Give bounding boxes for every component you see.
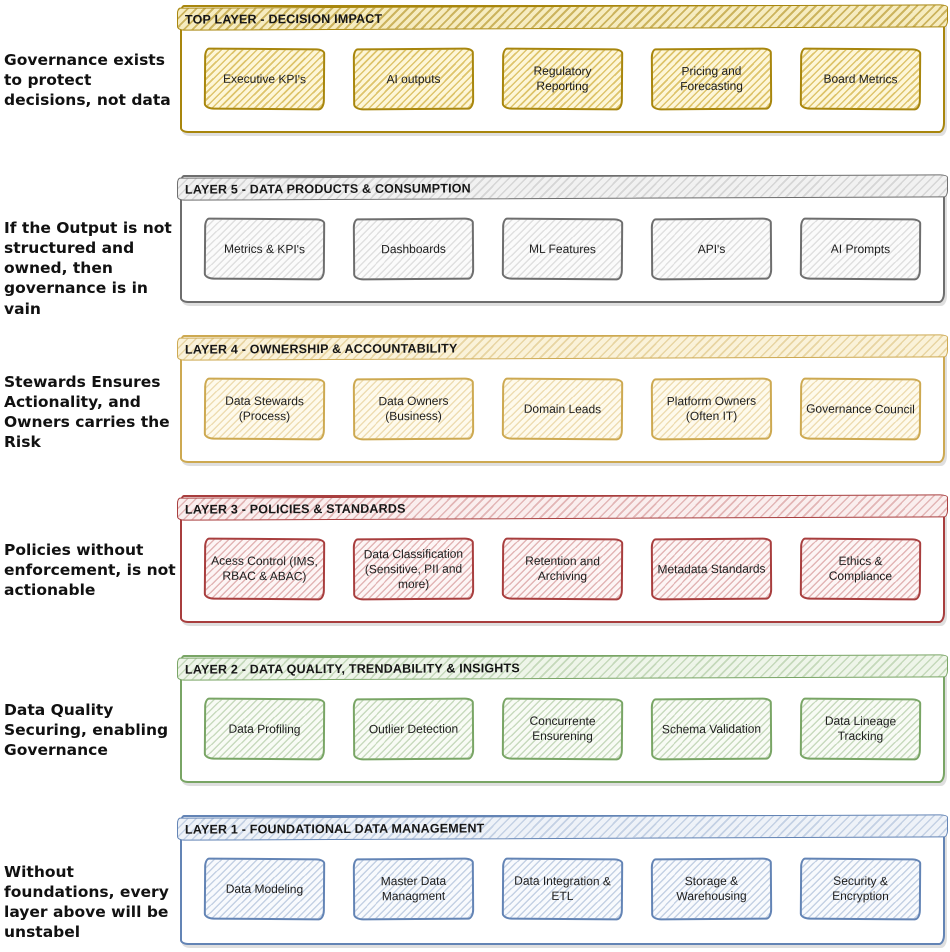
annotation-ownership: Stewards Ensures Actionality, and Owners… (4, 373, 170, 452)
layer-box: Data Classification (Sensitive, PII and … (352, 537, 475, 601)
layer-box: Data Owners (Business) (352, 377, 475, 441)
annotation-foundations: Without foundations, every layer above w… (4, 863, 169, 942)
layer-box: API's (650, 217, 773, 281)
layer-3-policies: LAYER 3 - POLICIES & STANDARDS Acess Con… (176, 494, 949, 623)
annotation-decision-impact: Governance exists to protect decisions, … (4, 51, 171, 110)
layer-box: Metadata Standards (650, 537, 773, 601)
layer-box: Outlier Detection (352, 697, 475, 761)
layer-box: Board Metrics (799, 47, 922, 111)
layer-1-boxes: Data Modeling Master Data Managment Data… (182, 839, 943, 939)
layer-box: Data Modeling (203, 857, 326, 921)
annotation-data-quality: Data Quality Securing, enabling Governan… (4, 701, 169, 760)
layer-2-header: LAYER 2 - DATA QUALITY, TRENDABILITY & I… (176, 654, 949, 681)
layer-5-data-products: LAYER 5 - DATA PRODUCTS & CONSUMPTION Me… (176, 174, 949, 303)
layer-box: Pricing and Forecasting (650, 47, 773, 111)
layer-box: Storage & Warehousing (650, 857, 773, 921)
layer-box: ML Features (501, 217, 624, 281)
annotation-data-products: If the Output is not structured and owne… (4, 219, 172, 318)
layer-3-header: LAYER 3 - POLICIES & STANDARDS (176, 494, 949, 521)
layer-4-ownership: LAYER 4 - OWNERSHIP & ACCOUNTABILITY Dat… (176, 334, 949, 463)
layer-box: Governance Council (799, 377, 922, 441)
layer-1-foundational: LAYER 1 - FOUNDATIONAL DATA MANAGEMENT D… (176, 814, 949, 945)
layer-top-boxes: Executive KPI's AI outputs Regulatory Re… (182, 29, 943, 129)
layer-box: Data Profiling (203, 697, 326, 761)
layer-2-boxes: Data Profiling Outlier Detection Concurr… (182, 679, 943, 779)
layer-box: Concurrente Ensurening (501, 697, 624, 761)
layer-3-boxes: Acess Control (IMS, RBAC & ABAC) Data Cl… (182, 519, 943, 619)
annotation-policies: Policies without enforcement, is not act… (4, 541, 176, 600)
layer-4-header: LAYER 4 - OWNERSHIP & ACCOUNTABILITY (176, 334, 949, 361)
layer-box: Metrics & KPI's (203, 217, 326, 281)
layer-box: Executive KPI's (203, 47, 326, 111)
layer-top-header: TOP LAYER - DECISION IMPACT (176, 4, 949, 31)
layer-box: AI outputs (352, 47, 475, 111)
layer-box: Data Integration & ETL (501, 857, 624, 921)
layer-1-header: LAYER 1 - FOUNDATIONAL DATA MANAGEMENT (176, 814, 949, 841)
layer-box: AI Prompts (799, 217, 922, 281)
layer-box: Regulatory Reporting (501, 47, 624, 111)
layer-box: Master Data Managment (352, 857, 475, 921)
layer-box: Platform Owners (Often IT) (650, 377, 773, 441)
layer-5-boxes: Metrics & KPI's Dashboards ML Features A… (182, 199, 943, 299)
layer-box: Data Lineage Tracking (799, 697, 922, 761)
layer-5-header: LAYER 5 - DATA PRODUCTS & CONSUMPTION (176, 174, 949, 201)
layer-box: Retention and Archiving (501, 537, 624, 601)
layer-box: Dashboards (352, 217, 475, 281)
layer-box: Data Stewards (Process) (203, 377, 326, 441)
layer-4-boxes: Data Stewards (Process) Data Owners (Bus… (182, 359, 943, 459)
layer-box: Security & Encryption (799, 857, 922, 921)
layer-2-data-quality: LAYER 2 - DATA QUALITY, TRENDABILITY & I… (176, 654, 949, 783)
layer-box: Acess Control (IMS, RBAC & ABAC) (203, 537, 326, 601)
layer-top-decision-impact: TOP LAYER - DECISION IMPACT Executive KP… (176, 4, 949, 133)
layer-box: Ethics & Compliance (799, 537, 922, 601)
layer-box: Domain Leads (501, 377, 624, 441)
layer-box: Schema Validation (650, 697, 773, 761)
